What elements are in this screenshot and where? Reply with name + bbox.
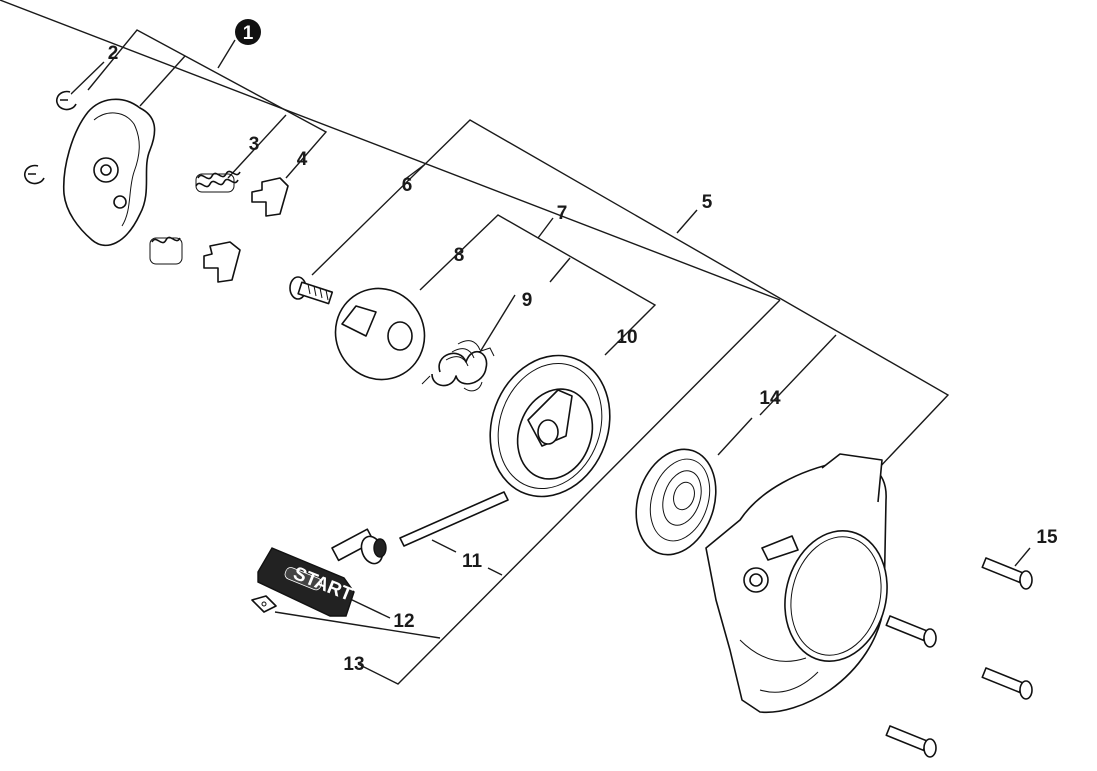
- rope-pulley-part: [399, 354, 611, 547]
- housing-screw-part-4: [885, 725, 937, 758]
- callout-5: 5: [702, 192, 713, 213]
- coil-spring-part: [421, 340, 495, 392]
- callout-7: 7: [557, 203, 568, 224]
- callout-15: 15: [1036, 527, 1058, 548]
- housing-screw-part-1: [981, 557, 1033, 590]
- callout-1: 1: [243, 23, 254, 44]
- handle-clip-part: [251, 595, 277, 613]
- callout-12: 12: [393, 611, 414, 632]
- callout-14: 14: [759, 388, 781, 409]
- circlip-part-lower: [24, 164, 45, 185]
- callout-4: 4: [297, 149, 308, 170]
- leader-lines: [0, 0, 1031, 685]
- callout-3: 3: [249, 134, 260, 155]
- part-callouts: 1 2 3 4 5 6 7 8 9 10 11 12 13 14 15: [108, 19, 1058, 675]
- spring-hub-part: [334, 287, 426, 381]
- housing-screw-part-2: [885, 615, 937, 648]
- callout-6: 6: [402, 175, 413, 196]
- starter-handle-part: START: [257, 528, 387, 617]
- pawl-spring-part-lower: [149, 236, 183, 265]
- callout-13: 13: [343, 654, 364, 675]
- callout-9: 9: [522, 290, 533, 311]
- callout-1-badge: [235, 19, 261, 45]
- screw-part: [289, 276, 334, 305]
- callout-8: 8: [454, 245, 465, 266]
- circlip-part-upper: [56, 90, 77, 111]
- callout-10: 10: [616, 327, 637, 348]
- callout-2: 2: [108, 43, 119, 64]
- recoil-spring-part: [635, 448, 717, 556]
- starter-housing-part: [705, 453, 888, 714]
- pawl-spring-part-upper: [195, 170, 241, 193]
- pawl-carrier-part: [62, 98, 156, 247]
- housing-screw-part-3: [981, 667, 1033, 700]
- pawl-part-upper: [251, 177, 289, 217]
- callout-11: 11: [462, 551, 483, 572]
- pawl-part-lower: [203, 241, 241, 283]
